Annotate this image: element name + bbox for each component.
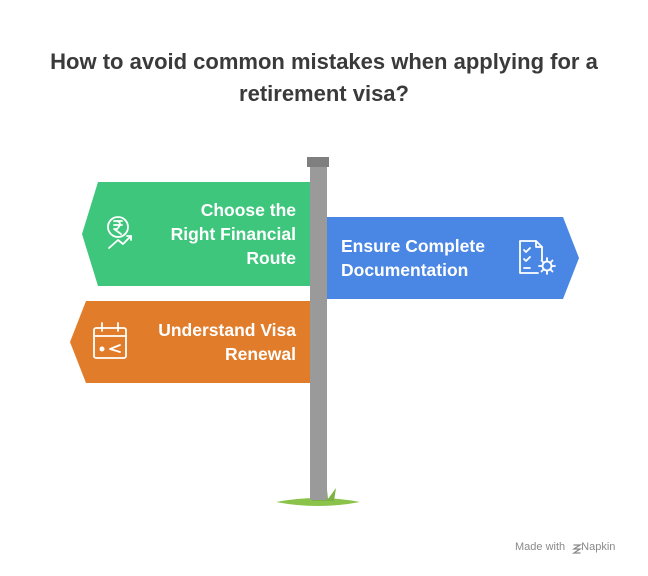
sign-financial-line-2: Right Financial bbox=[170, 224, 296, 244]
sign-financial-line-3: Route bbox=[246, 248, 296, 268]
sign-renewal-line-1: Understand Visa bbox=[158, 320, 296, 340]
footer-made-with: Made with bbox=[515, 541, 566, 553]
napkin-logo-icon bbox=[571, 544, 583, 554]
sign-financial-line-1: Choose the bbox=[200, 200, 296, 220]
signpost-pole bbox=[310, 166, 327, 500]
made-with-napkin-footer: Made with Napkin bbox=[515, 541, 615, 553]
rupee-growth-icon bbox=[107, 216, 132, 249]
calendar-icon bbox=[93, 322, 127, 359]
sign-documentation bbox=[327, 217, 579, 299]
sign-renewal bbox=[70, 301, 310, 383]
sign-renewal-line-2: Renewal bbox=[225, 344, 296, 364]
sign-documentation-label: Ensure Complete Documentation bbox=[341, 234, 521, 282]
title-line-2: retirement visa? bbox=[239, 81, 409, 106]
footer-brand: Napkin bbox=[581, 541, 616, 553]
page-title: How to avoid common mistakes when applyi… bbox=[0, 46, 648, 110]
title-line-1: How to avoid common mistakes when applyi… bbox=[50, 49, 598, 74]
sign-documentation-line-1: Ensure Complete bbox=[341, 236, 485, 256]
signpost-cap bbox=[307, 157, 329, 167]
sign-financial-label: Choose the Right Financial Route bbox=[150, 198, 296, 270]
document-gear-icon bbox=[519, 240, 556, 275]
sign-documentation-line-2: Documentation bbox=[341, 260, 469, 280]
sign-renewal-label: Understand Visa Renewal bbox=[130, 318, 296, 366]
sign-financial bbox=[82, 182, 310, 286]
grass-base bbox=[276, 498, 360, 506]
